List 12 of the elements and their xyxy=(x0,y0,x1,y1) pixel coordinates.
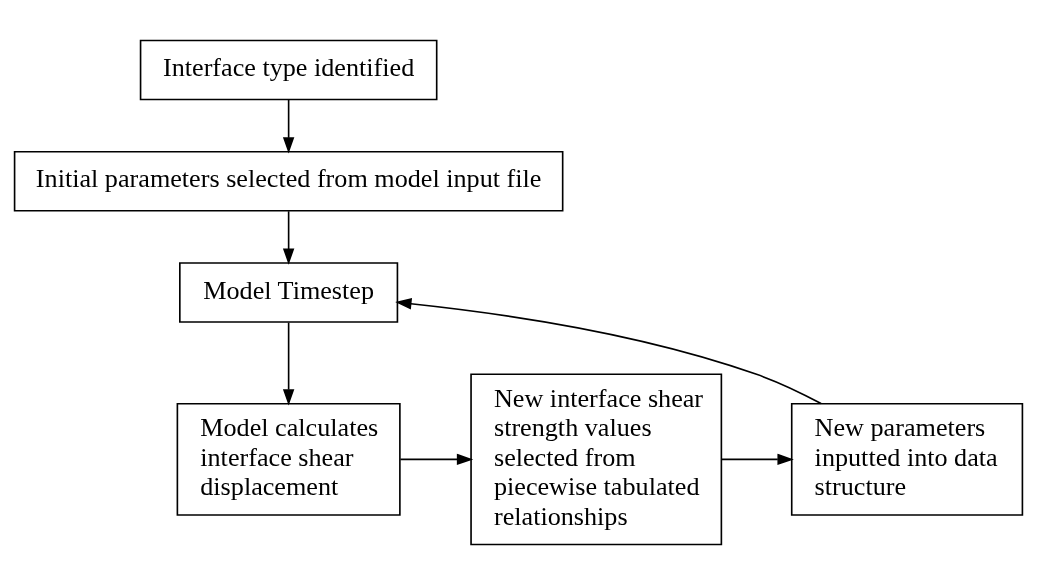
node-box: New interface shear strength values selected from piecewise tabulated relationships xyxy=(470,373,723,546)
node-box: Interface type identified xyxy=(139,39,438,101)
arrow xyxy=(721,453,794,466)
node-box: Initial parameters selected from model input file xyxy=(13,151,564,212)
node-box: Model Timestep xyxy=(179,262,399,323)
node-box: Model calculates interface shear displacement xyxy=(176,402,401,516)
arrow xyxy=(395,298,822,405)
arrow xyxy=(282,210,295,265)
node-box: New parameters inputted into data structure xyxy=(790,402,1024,516)
arrow xyxy=(399,453,474,466)
arrow xyxy=(282,99,295,154)
arrow xyxy=(282,321,295,406)
